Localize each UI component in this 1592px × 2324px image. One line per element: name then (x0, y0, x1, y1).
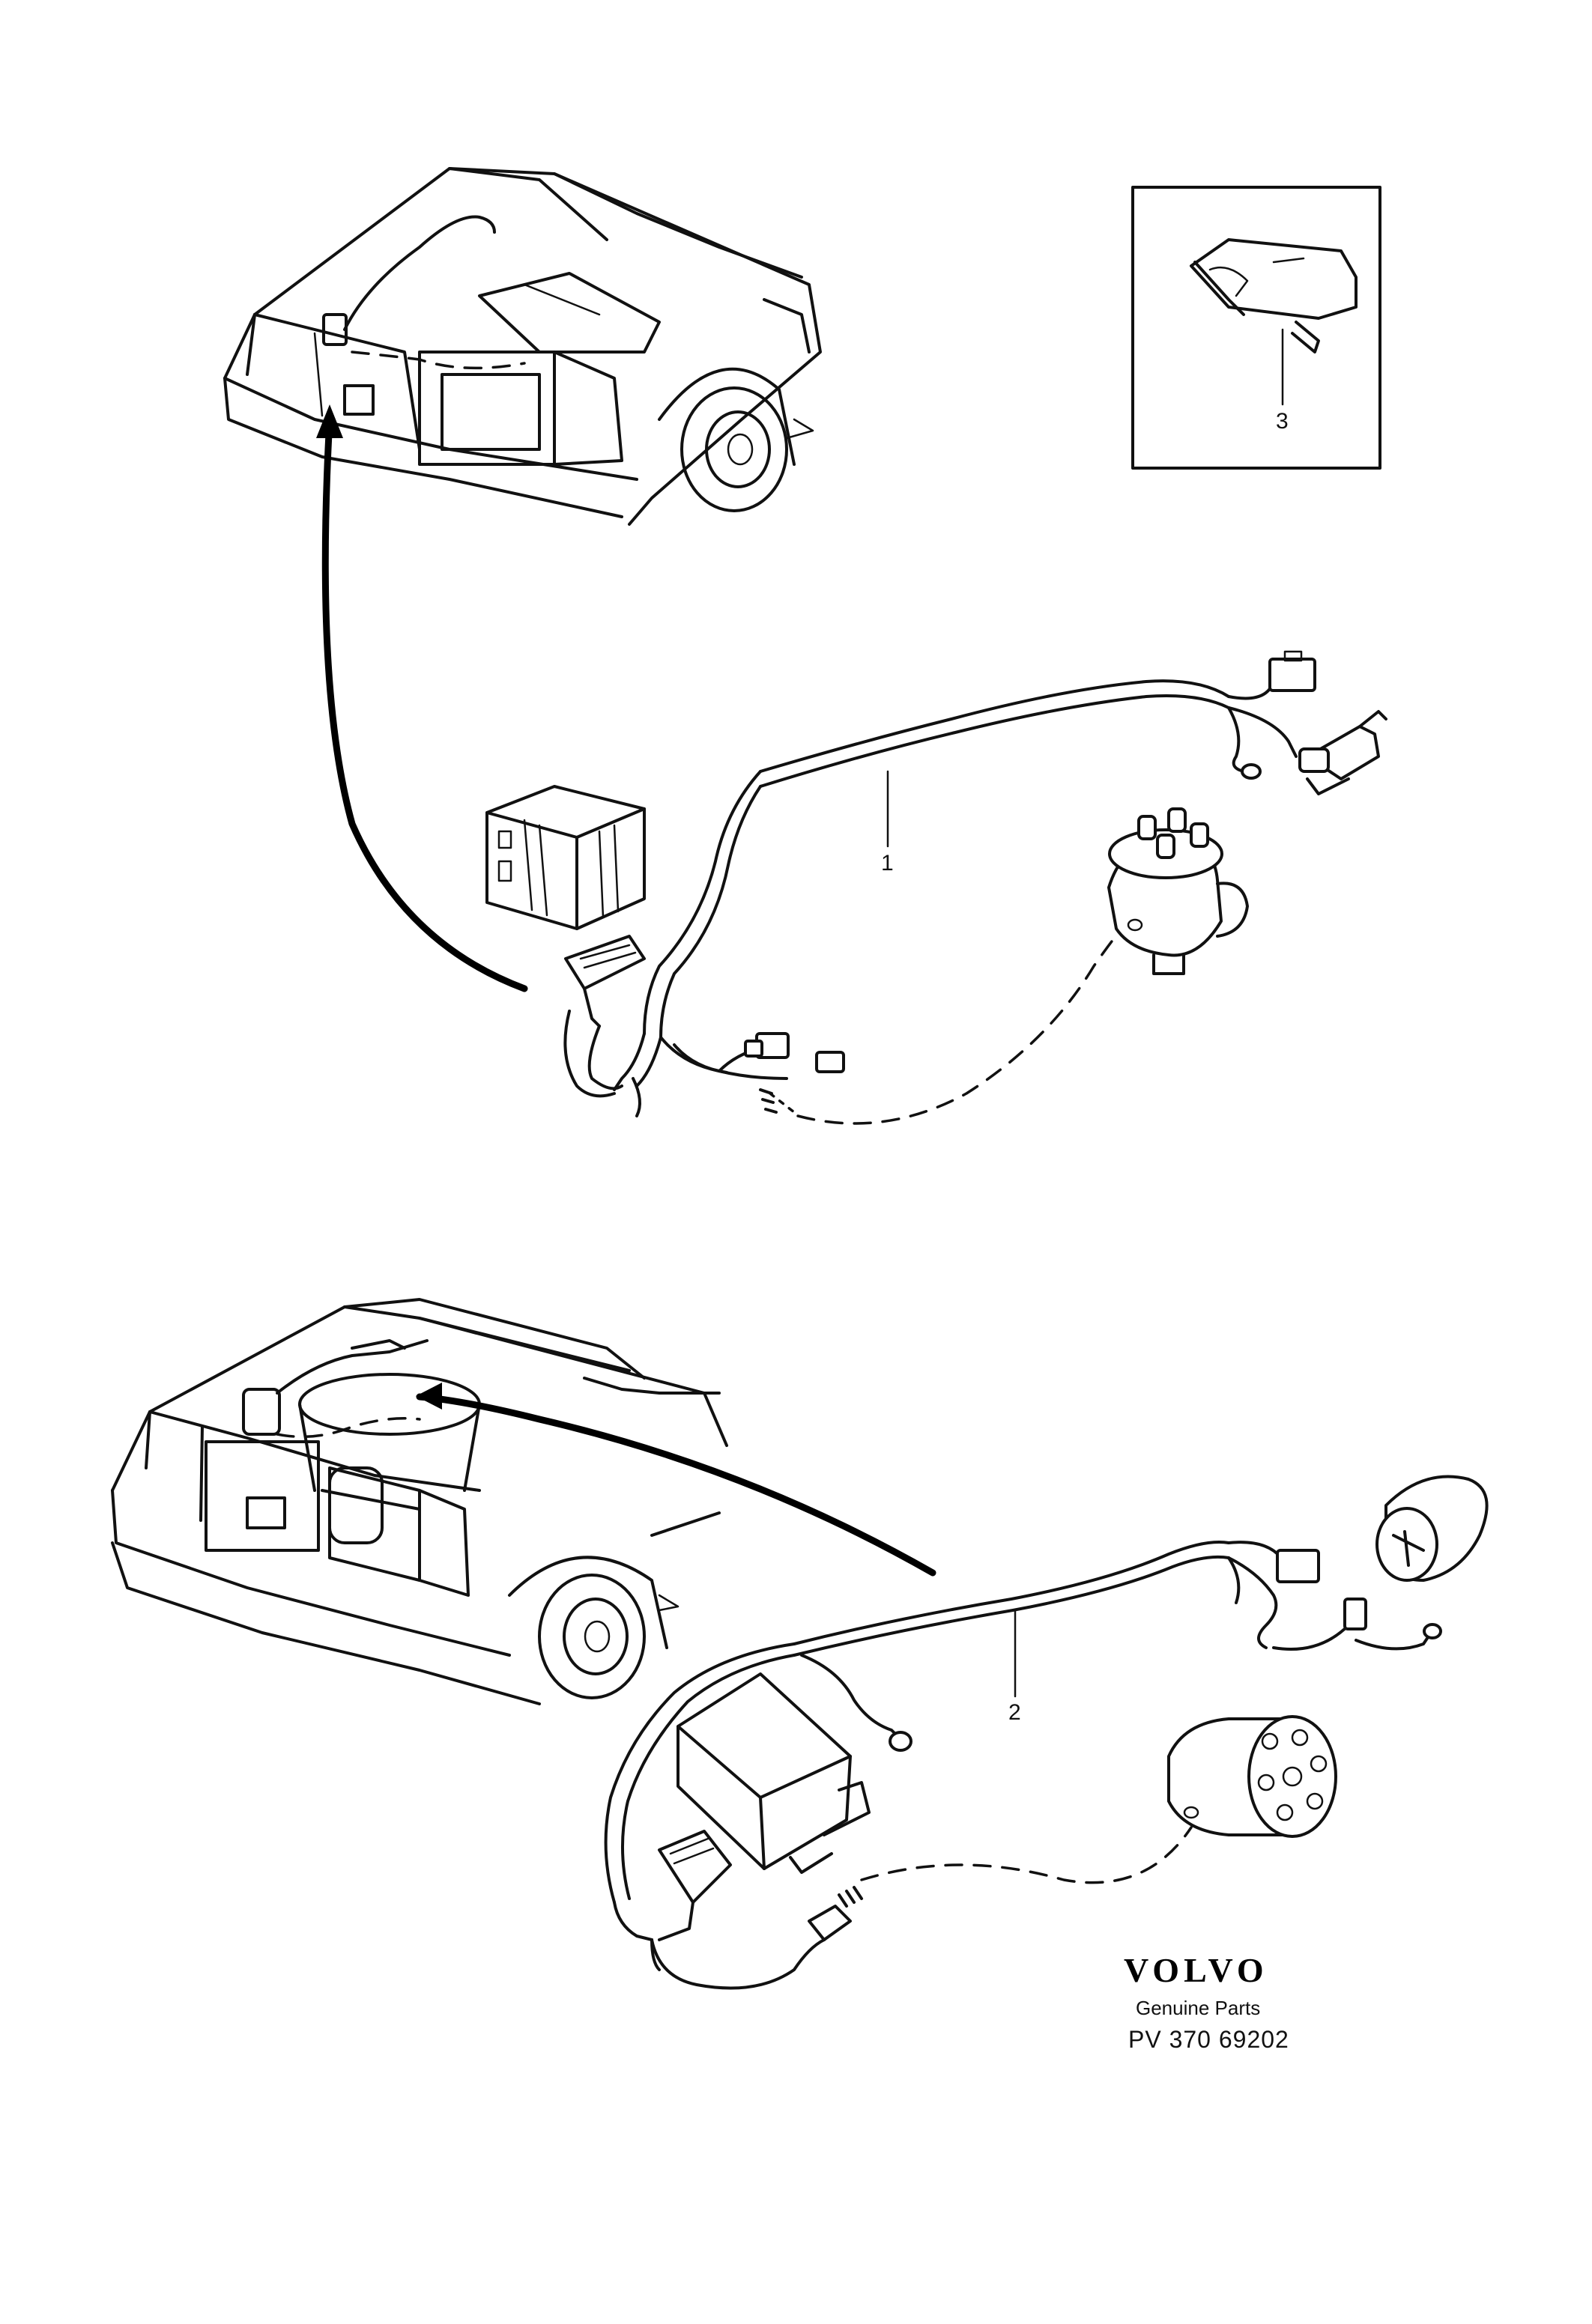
distributor-icon-2 (1167, 1715, 1337, 1838)
car-bottom-illustration (111, 1298, 936, 1705)
callout-3: 3 (1276, 409, 1289, 434)
brand-block: VOLVO Genuine Parts PV 370 69202 (1124, 1953, 1371, 2054)
harness-1 (563, 650, 1387, 1125)
connector-plug-icon (1190, 238, 1358, 354)
brand-subtitle: Genuine Parts (1136, 1997, 1261, 2019)
harness-2 (604, 1541, 1442, 1990)
callout-1: 1 (881, 851, 894, 876)
callout-2: 2 (1008, 1700, 1021, 1725)
connector-detail-box (1131, 186, 1381, 470)
volvo-logo: VOLVO (1124, 1951, 1268, 1989)
control-unit-icon-1 (485, 785, 646, 930)
ignition-coil-icon (1375, 1475, 1489, 1582)
multi-pin-connector-2 (658, 1830, 732, 1941)
distributor-icon-1 (1107, 807, 1249, 975)
car-top-illustration (223, 167, 822, 992)
multi-pin-connector (563, 935, 646, 1098)
control-unit-icon-2 (677, 1672, 871, 1874)
part-code: PV 370 69202 (1128, 2026, 1289, 2053)
